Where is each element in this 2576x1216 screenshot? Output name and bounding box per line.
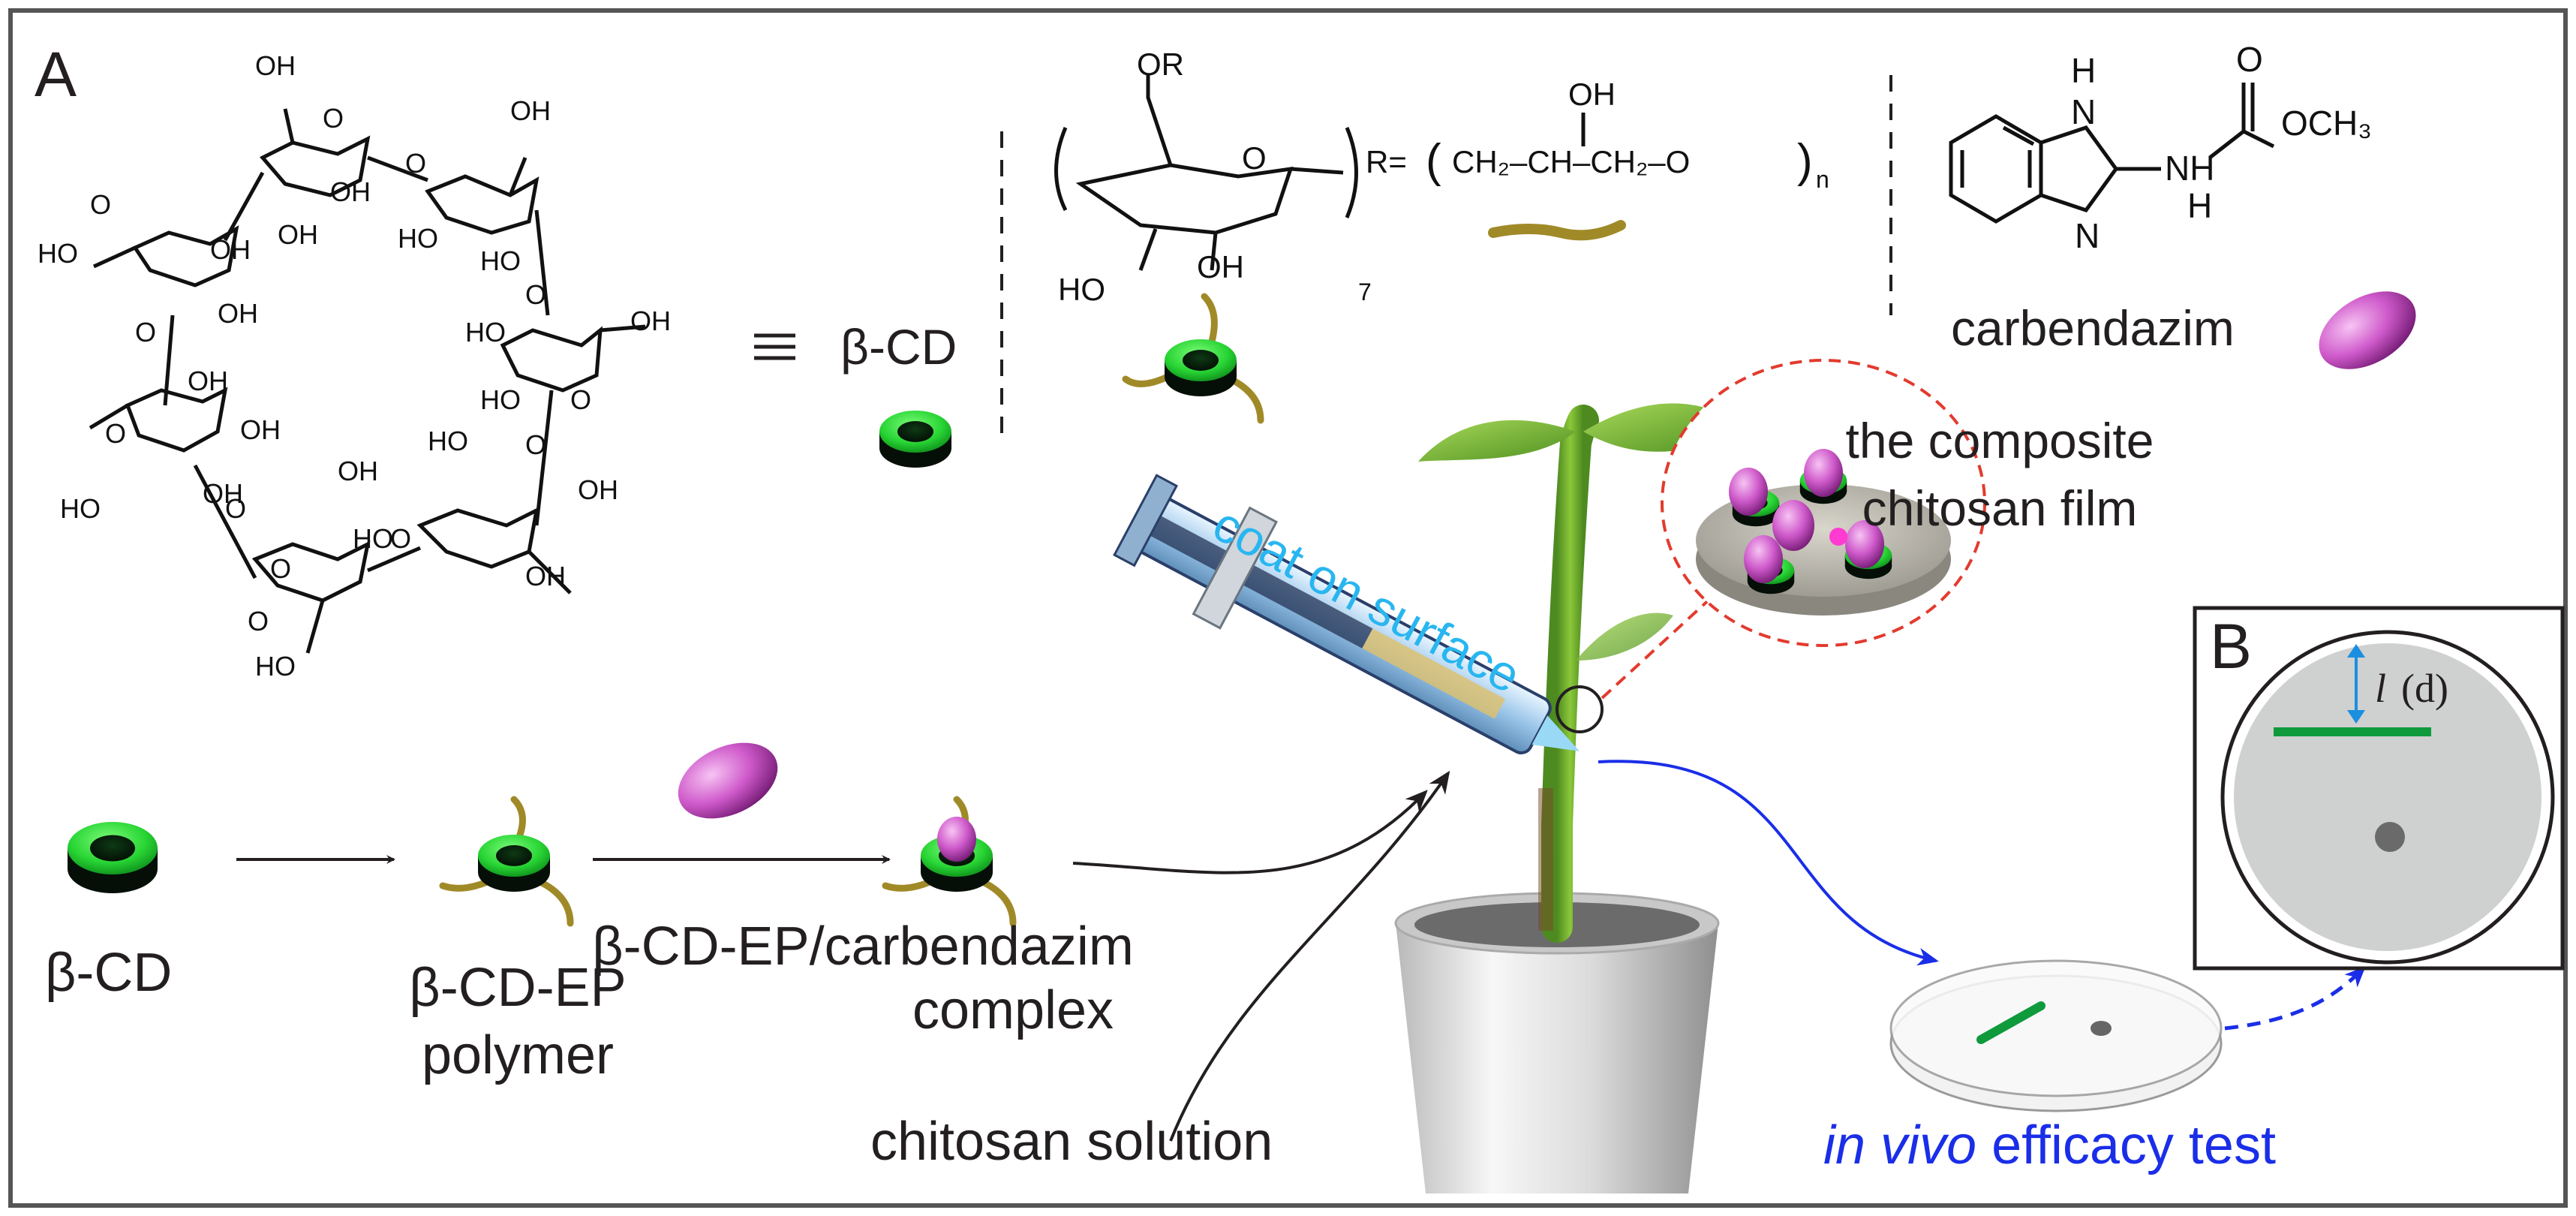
r-label: R=	[1366, 144, 1407, 179]
composite-film-disc	[1696, 449, 1951, 616]
oh-label: OH	[525, 561, 566, 591]
r-group-formula: R= ( CH₂–CH–CH₂–O ) n OH	[1366, 77, 1829, 193]
ring-o-label: O	[1242, 140, 1267, 176]
carbonyl-o-label: O	[2236, 40, 2263, 79]
nh-h-label: H	[2187, 186, 2212, 225]
n-label: N	[2071, 92, 2096, 131]
macrocycle-labels: OH OH O O OH OH HO OH O HO HO OH O HO OH…	[38, 50, 671, 682]
ho-label: HO	[480, 384, 521, 415]
ho-label: HO	[1058, 272, 1105, 307]
oh-label: OH	[255, 50, 296, 81]
close-paren: )	[1797, 135, 1813, 187]
measure-var-label: l	[2375, 666, 2386, 711]
step2-line2: polymer	[422, 1025, 614, 1085]
o-label: O	[525, 429, 546, 460]
r-formula: CH₂–CH–CH₂–O	[1452, 144, 1690, 179]
beta-cd-ep-icon	[1122, 293, 1264, 424]
oh-label: OH	[330, 176, 371, 207]
equivalence-sign	[754, 333, 795, 360]
ho-label: HO	[398, 223, 438, 254]
beta-cd-ep-polymer-icon	[439, 796, 574, 927]
film-label-line2: chitosan film	[1862, 480, 2138, 536]
h-label: H	[2071, 51, 2096, 90]
oh-label: OH	[630, 306, 671, 336]
chitosan-solution-label: chitosan solution	[870, 1112, 1273, 1172]
efficacy-rest: efficacy test	[1976, 1115, 2276, 1175]
beta-cd-ring-icon	[879, 411, 951, 468]
o-label: O	[248, 606, 269, 637]
o-label: O	[323, 103, 344, 134]
ho-label: HO	[428, 426, 468, 456]
oh-label: OH	[338, 456, 378, 486]
ho-label: HO	[353, 523, 393, 554]
petri-dish-icon	[1889, 959, 2223, 1112]
plant	[1418, 403, 1748, 943]
measure-paren-label: (d)	[2401, 666, 2448, 711]
repeat-unit-structure	[1054, 75, 1358, 271]
oh-label: OH	[578, 474, 618, 505]
oh-label: OH	[240, 414, 281, 445]
oh-label: OH	[278, 219, 318, 250]
open-paren: (	[1426, 135, 1441, 187]
repeat-subscript: 7	[1358, 278, 1372, 306]
oh-label: OH	[510, 95, 551, 126]
step3-line1: β-CD-EP/carbendazim	[592, 917, 1134, 977]
syringe-icon	[1113, 474, 1580, 755]
ho-label: HO	[255, 651, 296, 682]
film-label-line1: the composite	[1846, 413, 2154, 468]
efficacy-italic: in vivo	[1823, 1115, 1976, 1175]
o-label: O	[225, 493, 246, 524]
carbendazim-ellipsoid-icon	[678, 742, 778, 819]
o-label: O	[105, 418, 126, 449]
ester-label: OCH₃	[2281, 104, 2372, 143]
inclusion-complex-icon	[882, 796, 1017, 927]
o-label: O	[90, 189, 111, 220]
n-bottom-label: N	[2075, 216, 2100, 255]
chitosan-arrow	[1169, 770, 1450, 1142]
carbendazim-ellipsoid-icon	[2319, 291, 2416, 369]
repeat-unit-labels: OR O HO OH 7	[1058, 47, 1372, 307]
carbendazim-labels: H N O OCH₃ NH H N	[2071, 40, 2372, 255]
oh-label: OH	[188, 366, 228, 396]
step3-line2: complex	[912, 980, 1114, 1040]
efficacy-arrow	[1598, 760, 1939, 966]
panel-b-inoculum-dot	[2375, 822, 2405, 852]
o-label: O	[525, 279, 546, 310]
workflow-beta-cd-label: β-CD	[45, 943, 172, 1003]
panel-b-petri-inner	[2234, 643, 2541, 951]
carbendazim-name: carbendazim	[1951, 300, 2235, 356]
oh-label: OH	[210, 234, 251, 265]
or-label: OR	[1137, 47, 1184, 82]
r-subscript: n	[1816, 166, 1829, 193]
ho-label: HO	[60, 493, 101, 524]
o-label: O	[270, 553, 291, 584]
oh-label: OH	[203, 478, 243, 509]
panel-a-label: A	[35, 39, 77, 110]
carbendazim-structure	[1949, 83, 2275, 224]
oh-label: OH	[1197, 249, 1244, 284]
o-label: O	[405, 148, 426, 179]
r-oh-label: OH	[1568, 77, 1616, 112]
dashed-blue-arrow	[2224, 966, 2366, 1031]
o-label: O	[390, 523, 411, 554]
polymer-chain-icon	[1488, 220, 1626, 241]
ho-label: HO	[480, 245, 521, 276]
oh-label: OH	[218, 298, 258, 329]
nh-label: NH	[2165, 149, 2214, 188]
o-label: O	[135, 317, 156, 348]
efficacy-test-label: in vivo efficacy test	[1823, 1115, 2276, 1175]
beta-cd-label: β-CD	[840, 319, 957, 375]
arrow-3	[1072, 790, 1428, 874]
o-label: O	[570, 384, 591, 415]
ho-label: HO	[465, 317, 506, 348]
step2-line1: β-CD-EP	[409, 958, 626, 1018]
ho-label: HO	[38, 238, 78, 269]
panel-b-label: B	[2210, 611, 2252, 682]
beta-cd-macrocycle	[89, 108, 646, 654]
